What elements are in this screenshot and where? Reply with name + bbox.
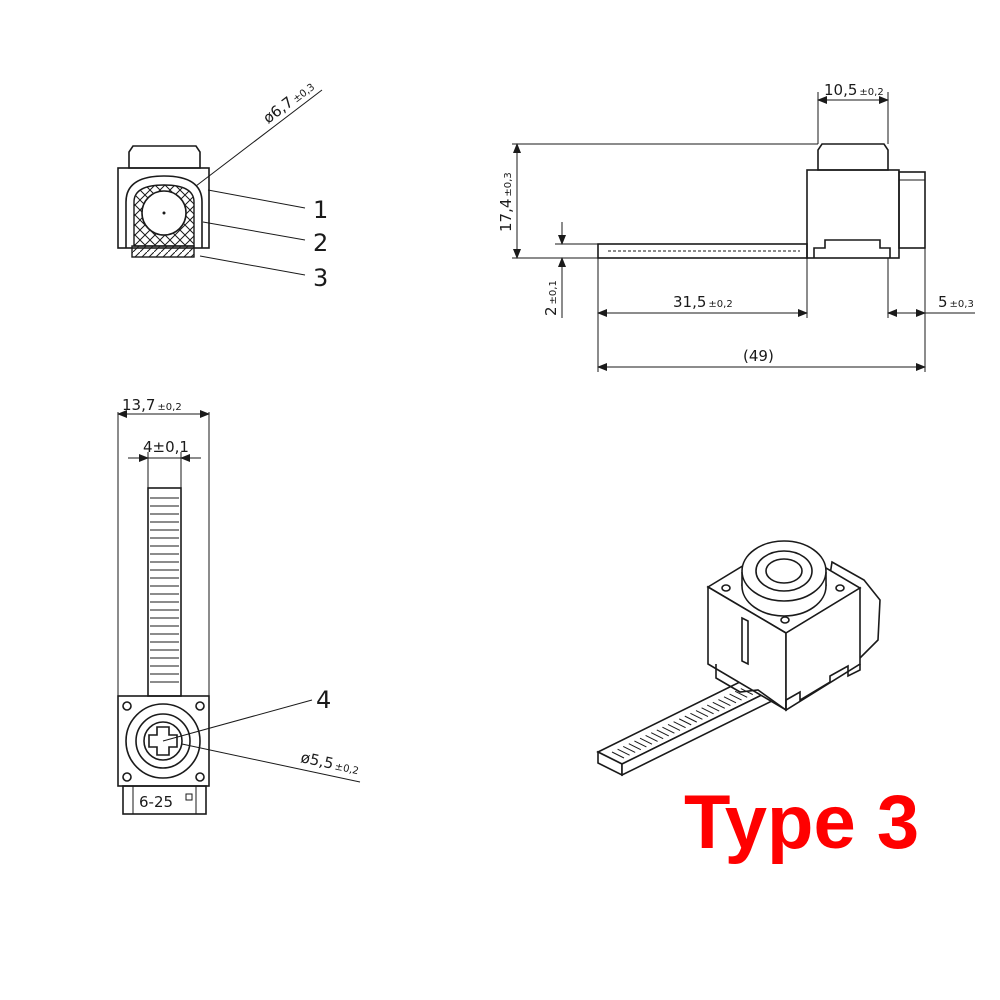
callout-2: 2 bbox=[313, 229, 328, 257]
corner-hole bbox=[122, 701, 132, 711]
marking-text: 6-25 bbox=[139, 793, 173, 811]
type-title: Type 3 bbox=[684, 780, 919, 865]
top-width-label: 10,5±0,2 bbox=[824, 81, 884, 99]
strip-width-label: 4±0,1 bbox=[143, 438, 189, 456]
top-width-13-label: 13,7±0,2 bbox=[122, 396, 182, 414]
height-label: 17,4±0,3 bbox=[497, 172, 515, 232]
top-view: 13,7±0,2 4±0,1 6-25 4 ø5,5±0,2 bbox=[117, 396, 361, 815]
front-diameter-label: ø6,7±0,3 bbox=[260, 77, 318, 127]
front-view: ø6,7±0,3 1 2 3 bbox=[117, 77, 328, 292]
callout-3: 3 bbox=[313, 264, 328, 292]
screw-diameter-label: ø5,5±0,2 bbox=[299, 748, 361, 778]
thickness-label: 2±0,1 bbox=[542, 280, 560, 316]
strip-teeth bbox=[150, 497, 179, 683]
total-length-label: (49) bbox=[743, 347, 774, 365]
callout-4: 4 bbox=[316, 686, 331, 714]
isometric-view bbox=[596, 540, 881, 777]
callout-1: 1 bbox=[313, 196, 328, 224]
base-plate bbox=[131, 245, 195, 258]
screw-collar bbox=[125, 703, 201, 779]
corner-hole bbox=[195, 701, 205, 711]
tail-label: 5±0,3 bbox=[938, 293, 974, 311]
strip-length-label: 31,5±0,2 bbox=[673, 293, 733, 311]
corner-hole bbox=[195, 772, 205, 782]
corner-hole bbox=[122, 772, 132, 782]
cross-slot bbox=[148, 726, 178, 756]
screw-head bbox=[143, 721, 183, 761]
side-view: 10,5±0,2 17,4±0,3 2±0,1 31,5±0,2 5±0,3 (… bbox=[497, 81, 975, 372]
